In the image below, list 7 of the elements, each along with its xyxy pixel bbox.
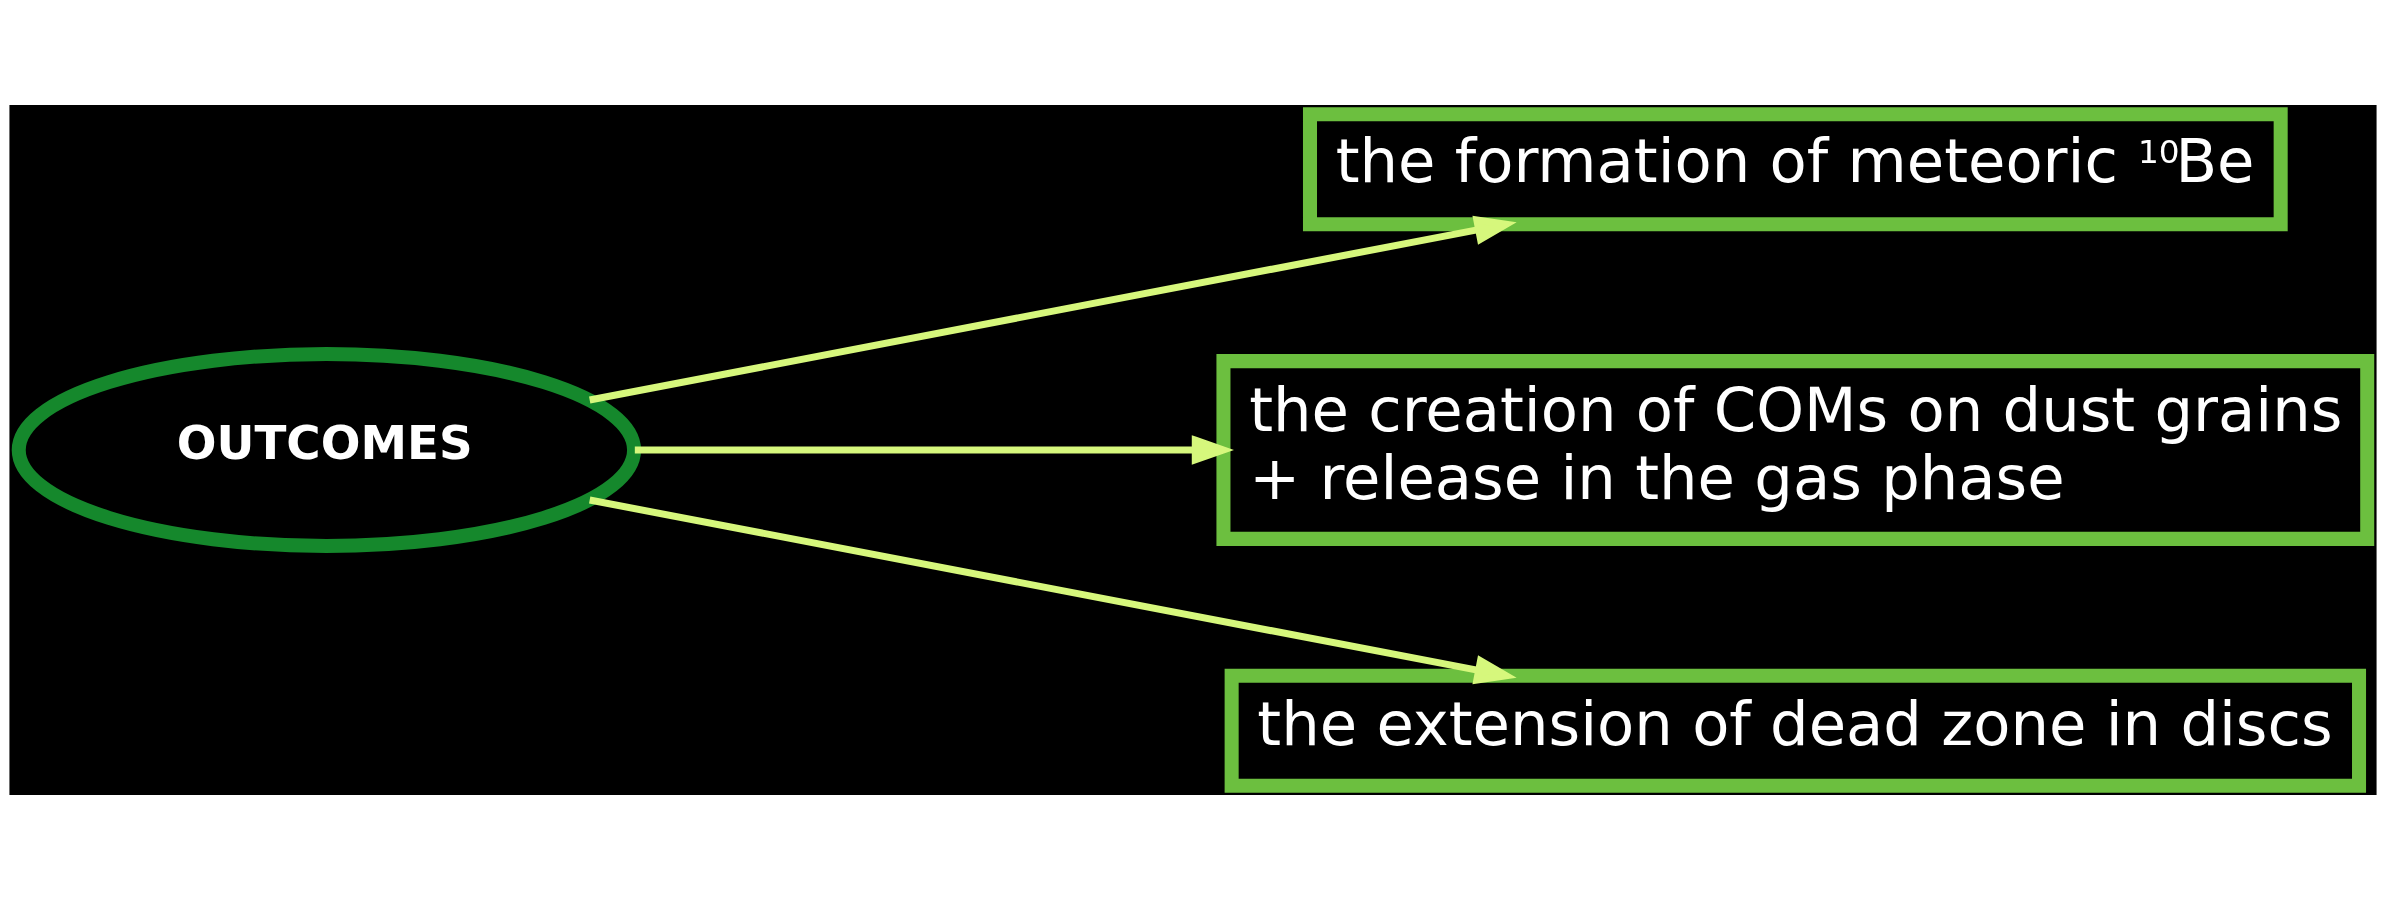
arrow [634,435,1234,465]
arrow [589,496,1517,685]
node-box: the extension of dead zone in discs [1224,668,2367,793]
arrow [589,215,1517,404]
node-box: the formation of meteoric $^{10}$Be [1303,107,2288,232]
node-ellipse: OUTCOMES [11,347,642,553]
node-box: the creation of COMs on dust grains + release in the gas phase [1216,354,2375,546]
